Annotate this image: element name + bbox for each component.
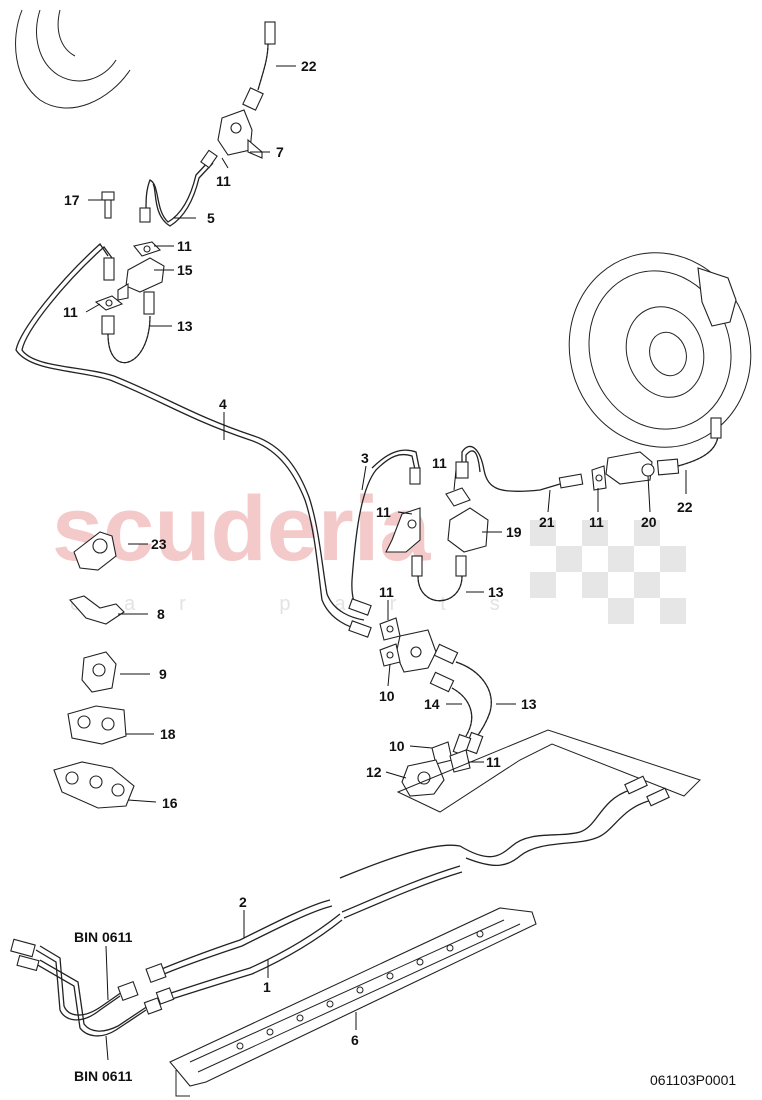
- clip-11-junction: [379, 617, 401, 641]
- brake-hose-13-lower: [433, 643, 492, 755]
- bracket-12: [401, 759, 445, 797]
- callout-1: 1: [263, 979, 271, 995]
- callout-11: 11: [376, 504, 391, 520]
- bracket-15: [117, 257, 165, 301]
- brake-pipe-21: [455, 445, 584, 493]
- callout-11: 11: [432, 455, 447, 471]
- brake-hose-22-rear: [656, 417, 722, 476]
- clip-11-mid-right: [445, 487, 471, 507]
- bracket-20: [605, 451, 655, 485]
- diagram-id: 061103P0001: [650, 1072, 736, 1088]
- brake-pipe-bin-upper: [10, 938, 167, 1021]
- callout-17: 17: [64, 192, 80, 208]
- clip-9: [81, 651, 117, 693]
- clip-18: [67, 705, 127, 745]
- brake-pipe-2: [154, 899, 333, 979]
- bracket-7: [217, 109, 263, 159]
- callout-10: 10: [389, 738, 405, 754]
- watermark: scuderia car parts: [52, 478, 686, 624]
- callout-bin-0611-upper: BIN 0611: [74, 929, 133, 945]
- callout-11: 11: [177, 238, 192, 254]
- callout-9: 9: [159, 666, 167, 682]
- brake-pipe-routing-rear: [339, 729, 701, 879]
- callout-11: 11: [379, 584, 394, 600]
- brake-hose-13-front: [101, 257, 155, 364]
- callout-19: 19: [506, 524, 522, 540]
- callout-12: 12: [366, 764, 382, 780]
- callout-13: 13: [488, 584, 504, 600]
- callout-labels: 22 7 11 17 5 11 15 11 13 4 3 11 11 21 11…: [63, 58, 693, 1084]
- clip-11-rear: [591, 465, 607, 491]
- callout-22: 22: [677, 499, 693, 515]
- callout-6: 6: [351, 1032, 359, 1048]
- callout-11: 11: [486, 754, 501, 770]
- brake-hose-14: [429, 671, 473, 757]
- callout-13: 13: [521, 696, 537, 712]
- brake-hose-22-front: [242, 21, 276, 111]
- watermark-brand: scuderia: [52, 478, 431, 580]
- brake-pipe-5: [139, 149, 218, 227]
- bracket-11-mid-left: [385, 507, 421, 553]
- clip-11-lower: [94, 295, 124, 311]
- bracket-rail-6: [169, 907, 537, 1097]
- callout-8: 8: [157, 606, 165, 622]
- callout-11: 11: [589, 514, 604, 530]
- clip-8: [69, 595, 125, 625]
- brake-pipe-3: [348, 449, 421, 638]
- clip-11-lower-right: [449, 749, 471, 773]
- callout-3: 3: [361, 450, 369, 466]
- callout-20: 20: [641, 514, 657, 530]
- callout-2: 2: [239, 894, 247, 910]
- checkered-flag-graphic: [530, 520, 686, 624]
- callout-11: 11: [216, 173, 231, 189]
- callout-10: 10: [379, 688, 395, 704]
- front-brake-disc: [15, 9, 131, 109]
- callout-15: 15: [177, 262, 193, 278]
- callout-13: 13: [177, 318, 193, 334]
- callout-11: 11: [63, 304, 78, 320]
- callout-21: 21: [539, 514, 555, 530]
- callout-16: 16: [162, 795, 178, 811]
- bolt-17: [101, 191, 115, 219]
- callout-18: 18: [160, 726, 176, 742]
- rear-brake-disc: [568, 252, 752, 448]
- callout-22: 22: [301, 58, 317, 74]
- callout-7: 7: [276, 144, 284, 160]
- bracket-19: [447, 507, 489, 553]
- watermark-subtitle: car parts: [70, 593, 544, 615]
- callout-23: 23: [151, 536, 167, 552]
- brake-pipe-4: [15, 243, 365, 631]
- brake-hose-13-mid: [411, 555, 467, 602]
- callout-14: 14: [424, 696, 440, 712]
- clip-16: [53, 761, 135, 809]
- callout-5: 5: [207, 210, 215, 226]
- callout-4: 4: [219, 396, 227, 412]
- brake-pipe-1: [161, 865, 463, 1003]
- junction-bracket: [395, 629, 437, 673]
- clip-23: [73, 531, 117, 571]
- clip-10-junction: [379, 643, 401, 667]
- callout-bin-0611-lower: BIN 0611: [74, 1068, 133, 1084]
- brake-pipe-bin-lower: [16, 954, 175, 1037]
- leader-lines: [85, 65, 687, 1061]
- clip-11-upper: [133, 241, 162, 257]
